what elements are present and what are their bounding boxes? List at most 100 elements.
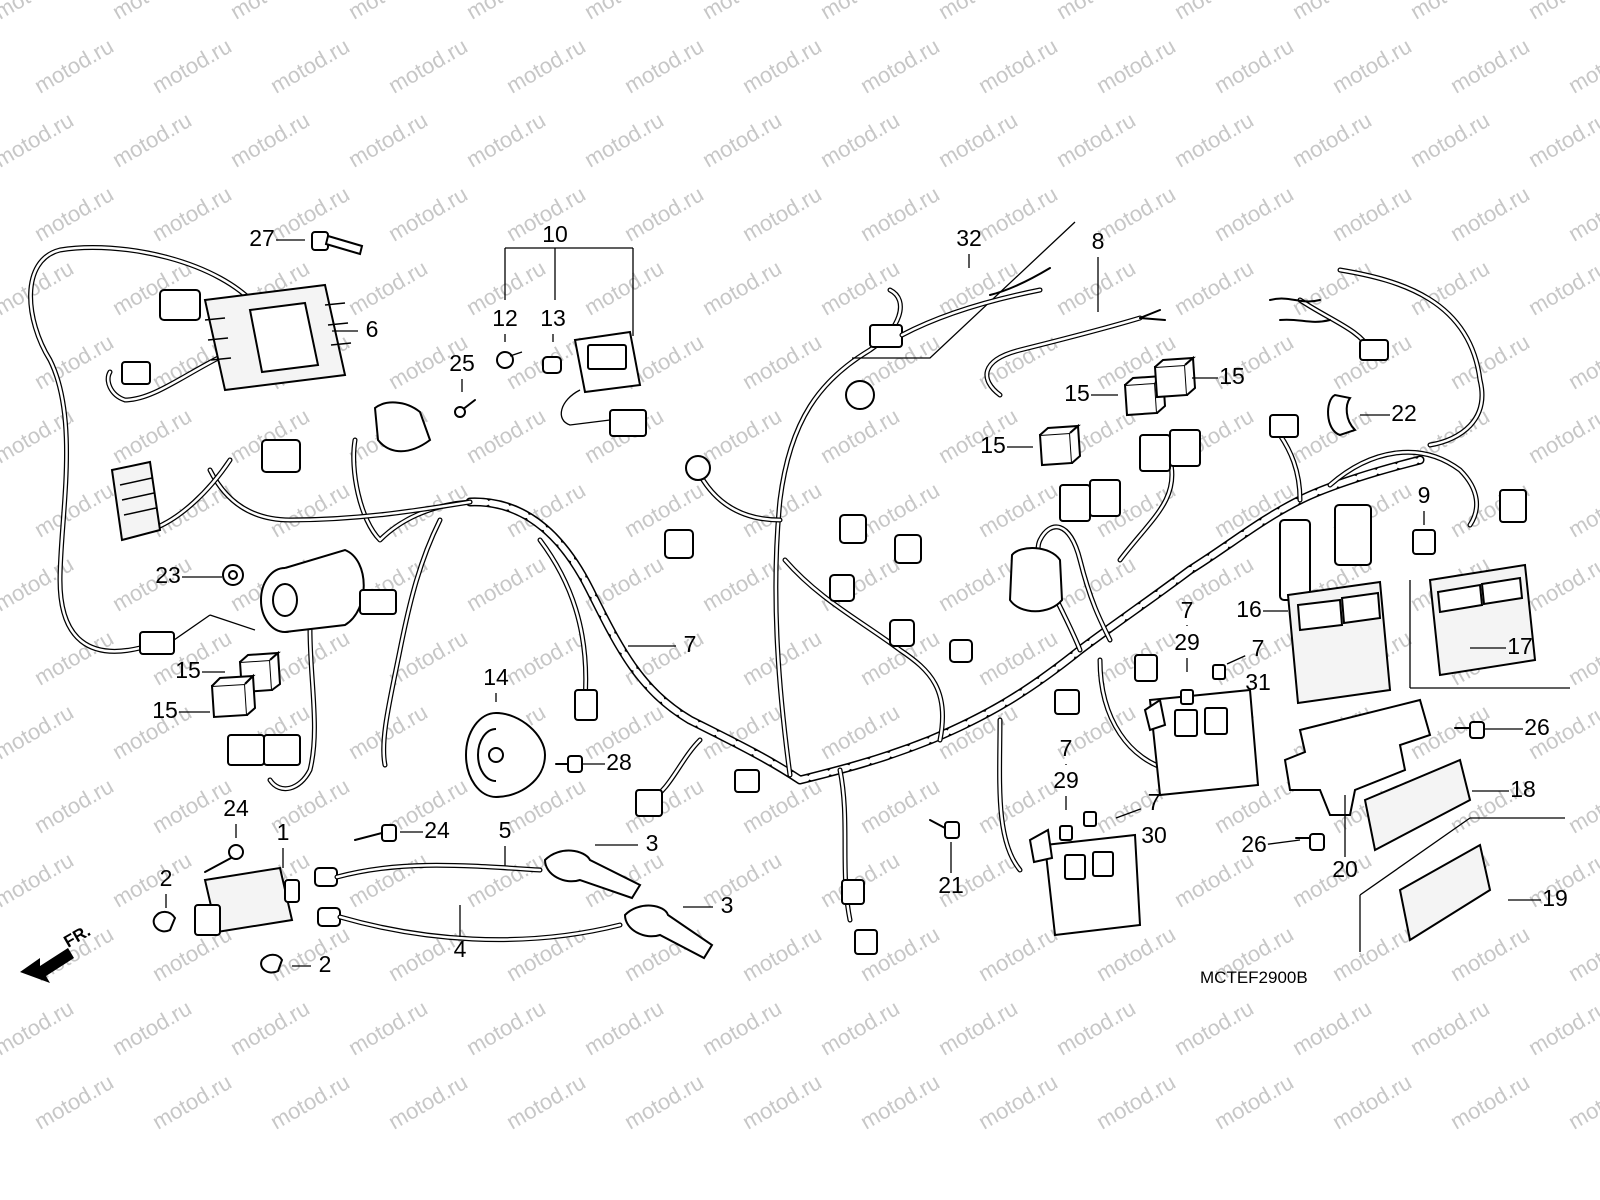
callout-number[interactable]: 31 [1245,669,1271,695]
callout-number[interactable]: 3 [646,830,659,856]
ignition-coil-1[interactable] [194,866,300,936]
callout-number[interactable]: 17 [1507,633,1533,659]
connector-9[interactable] [1412,529,1436,555]
collars-2[interactable] [152,910,284,974]
callout-number[interactable]: 29 [1053,767,1079,793]
spark-plug-lead-5[interactable] [314,862,543,887]
sub-wire-8[interactable] [984,309,1166,398]
callout-number[interactable]: 28 [606,749,632,775]
callout-number[interactable]: 16 [1236,596,1262,622]
relay-sockets-right[interactable] [1059,429,1201,522]
callout-number[interactable]: 12 [492,305,518,331]
callout-number[interactable]: 15 [175,657,201,683]
callout-number[interactable]: 2 [160,865,173,891]
callout-number[interactable]: 15 [1219,363,1245,389]
callout-number[interactable]: 15 [152,697,178,723]
callout-number[interactable]: 7 [1181,597,1194,623]
callout-number[interactable]: 7 [1252,635,1265,661]
bolts-24[interactable] [204,824,397,873]
bolts-26[interactable] [1295,721,1485,851]
callout-number[interactable]: 21 [938,872,964,898]
callout-number[interactable]: 5 [499,817,512,843]
callout-number[interactable]: 1 [277,819,290,845]
callout-number[interactable]: 26 [1524,714,1550,740]
watermark-text: motod.ru [856,773,944,838]
callout-number[interactable]: 20 [1332,856,1358,882]
relay-socket-left[interactable] [227,734,301,766]
bolt-28[interactable] [555,755,583,773]
connector-cluster-right[interactable] [1269,297,1527,601]
rubber-cover-center[interactable] [1008,547,1064,613]
watermark-text: motod.ru [30,33,118,98]
watermark-text: motod.ru [934,0,1022,24]
callout-number[interactable]: 6 [366,316,379,342]
spark-plug-lead-4[interactable] [317,907,623,943]
callout-number[interactable]: 23 [155,562,181,588]
screw-12[interactable] [496,351,523,369]
callout-number[interactable]: 7 [684,631,697,657]
leader-lines [165,239,1541,967]
callout-number[interactable]: 10 [542,221,568,247]
callout-number[interactable]: 7 [1148,789,1161,815]
watermark-text: motod.ru [0,551,78,616]
relay-15-left-b[interactable] [210,673,257,719]
connector-coupler-a[interactable] [261,401,432,473]
callout-number[interactable]: 24 [424,817,450,843]
callout-number[interactable]: 4 [454,936,467,962]
fuse-box-upper[interactable] [1143,688,1260,797]
callout-number[interactable]: 2 [319,951,332,977]
callout-number[interactable]: 24 [223,795,249,821]
bolt-21[interactable] [929,819,960,839]
callout-number[interactable]: 15 [1064,380,1090,406]
grommet-13[interactable] [542,356,562,374]
cover-19[interactable] [1359,817,1565,952]
watermark-text: motod.ru [1406,0,1494,24]
callout-number[interactable]: 13 [540,305,566,331]
callout-number[interactable]: 3 [721,892,734,918]
cover-18[interactable] [1363,758,1472,852]
callout-number[interactable]: 29 [1174,629,1200,655]
plug-caps-3[interactable] [543,849,714,960]
callout-number[interactable]: 30 [1141,822,1167,848]
ignition-switch-cylinder[interactable] [260,548,397,633]
horn-14[interactable] [465,712,547,798]
watermark-text: motod.ru [816,403,904,468]
connector-block-left[interactable] [110,460,162,542]
callout-number[interactable]: 27 [249,225,275,251]
callout-number[interactable]: 15 [980,432,1006,458]
callout-number[interactable]: 14 [483,664,509,690]
watermark-text: motod.ru [620,33,708,98]
fuse-box-lower[interactable] [1028,828,1142,937]
relay-15-right-c[interactable] [1038,423,1082,467]
fuses-29-31-30[interactable] [1059,664,1226,841]
bolt-27[interactable] [311,231,364,256]
watermark-text: motod.ru [30,773,118,838]
watermark-text: motod.ru [1170,255,1258,320]
watermark-text: motod.ru [226,107,314,172]
regulator-rectifier-6[interactable] [121,283,352,392]
sub-wire-32[interactable] [852,221,1076,359]
screw-25[interactable] [454,399,476,418]
harness-clamp-23[interactable] [222,564,244,586]
callout-number[interactable]: 9 [1418,482,1431,508]
clip-22[interactable] [1327,393,1357,437]
watermark-text: motod.ru [856,181,944,246]
bracket-20[interactable] [1283,698,1432,816]
callout-number[interactable]: 19 [1542,885,1568,911]
callout-number[interactable]: 32 [956,225,982,251]
callout-number[interactable]: 26 [1241,831,1267,857]
watermark-text: motod.ru [344,107,432,172]
callout-number[interactable]: 22 [1391,400,1417,426]
callout-number[interactable]: 25 [449,350,475,376]
callout-number[interactable]: 7 [1060,735,1073,761]
harness-connectors-center[interactable] [574,380,1158,955]
watermark-text: motod.ru [1288,995,1376,1060]
indicator-unit-10[interactable] [560,330,647,437]
control-module-16[interactable] [1286,580,1392,705]
callout-number[interactable]: 18 [1510,776,1536,802]
connector-small-left[interactable] [139,614,256,655]
watermark-text: motod.ru [1210,33,1298,98]
relay-15-right-b[interactable] [1153,355,1197,399]
callout-number[interactable]: 8 [1092,228,1105,254]
control-module-17[interactable] [1409,563,1570,689]
